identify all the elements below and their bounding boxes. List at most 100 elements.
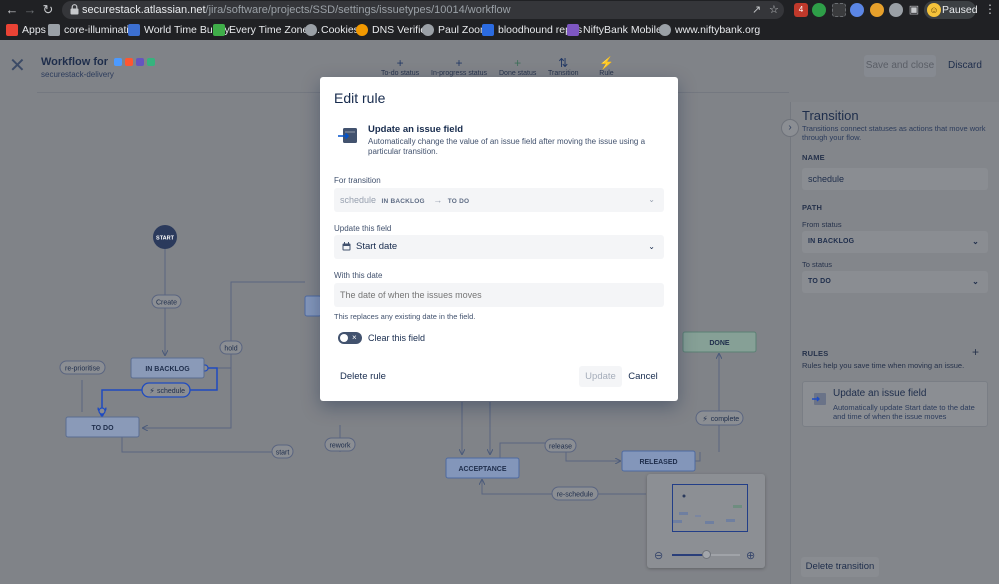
- rule-card-description: Automatically update Start date to the d…: [833, 403, 975, 421]
- status-acceptance: [445, 457, 520, 479]
- transition-create: [151, 294, 182, 309]
- chevron-down-icon: ⌄: [972, 237, 979, 246]
- transition-name-field[interactable]: schedule: [802, 168, 988, 190]
- svg-text:schedule: schedule: [157, 388, 185, 395]
- rule-icon: ⚡: [599, 56, 614, 70]
- evernote-extension-icon[interactable]: [812, 3, 826, 17]
- add-done-status-button[interactable]: +Done status: [499, 56, 537, 77]
- save-and-close-button[interactable]: Save and close: [864, 55, 936, 77]
- puzzle-extensions-icon[interactable]: ▣: [908, 4, 920, 16]
- calendar-icon: [342, 242, 351, 251]
- arrow-right-icon: →: [433, 195, 443, 205]
- svg-text:hold: hold: [224, 346, 237, 353]
- svg-text:re-prioritise: re-prioritise: [65, 366, 100, 373]
- chevron-down-icon: ⌄: [648, 242, 655, 251]
- edge-start-line: [143, 368, 232, 428]
- add-rule-plus-icon[interactable]: +: [972, 345, 980, 359]
- profile-paused-button[interactable]: ☺ Paused: [924, 1, 978, 19]
- for-transition-label: For transition: [334, 176, 381, 185]
- reload-icon[interactable]: ↻: [42, 2, 54, 17]
- browser-menu-icon[interactable]: ⋮: [984, 2, 996, 16]
- clear-field-toggle[interactable]: ×: [338, 332, 362, 344]
- plus-icon: +: [455, 56, 463, 70]
- screenshot-extension-icon[interactable]: [832, 3, 846, 17]
- status-to-do-label: TO DO: [91, 425, 114, 432]
- to-status-select[interactable]: TO DO ⌄: [802, 271, 988, 293]
- bookmark-niftybank-mobile[interactable]: NiftyBank Mobile...: [567, 23, 671, 37]
- status-acceptance-label: ACCEPTANCE: [458, 466, 506, 473]
- bookmark-dns-verifier[interactable]: DNS Verifier: [356, 23, 430, 37]
- edge-hold: [205, 281, 305, 369]
- minimap[interactable]: ⊖ ⊕: [647, 474, 765, 568]
- delete-rule-button[interactable]: Delete rule: [340, 371, 386, 382]
- status-released: [621, 450, 696, 472]
- bookmark-every-time-zone[interactable]: Every Time Zone:...: [213, 23, 320, 37]
- svg-text:re-schedule: re-schedule: [557, 492, 594, 499]
- collapse-panel-icon[interactable]: ›: [781, 119, 799, 137]
- minimap-viewport[interactable]: [672, 484, 748, 532]
- close-icon[interactable]: ✕: [9, 55, 26, 77]
- bookmark-world-time-buddy[interactable]: World Time Buddy: [128, 23, 230, 37]
- honey-extension-icon[interactable]: [870, 3, 884, 17]
- update-field-select[interactable]: Start date ⌄: [334, 235, 664, 259]
- status-in-backlog: [130, 357, 205, 379]
- forward-arrow-icon[interactable]: →: [23, 2, 37, 17]
- svg-text:Create: Create: [156, 300, 177, 307]
- add-transition-button[interactable]: ⇅Transition: [548, 56, 579, 77]
- rule-card[interactable]: Update an issue field Automatically upda…: [802, 381, 988, 427]
- from-status-select[interactable]: IN BACKLOG ⌄: [802, 231, 988, 253]
- circle-extension-icon[interactable]: [889, 3, 903, 17]
- svg-text:complete: complete: [711, 416, 740, 423]
- cancel-button[interactable]: Cancel: [628, 371, 658, 382]
- date-input[interactable]: [334, 283, 664, 307]
- lock-icon: [70, 4, 79, 15]
- transition-rework: [324, 437, 356, 452]
- transition-complete: [695, 410, 744, 426]
- add-rule-button[interactable]: ⚡Rule: [599, 56, 614, 77]
- rule-action-description: Automatically change the value of an iss…: [368, 137, 646, 156]
- status-in-progress-partial: [304, 295, 322, 317]
- start-node-label: START: [156, 236, 175, 242]
- zoom-in-icon[interactable]: ⊕: [746, 550, 756, 562]
- workflow-title: Workflow for: [41, 56, 156, 68]
- transition-start: [271, 444, 294, 459]
- back-arrow-icon[interactable]: ←: [5, 2, 19, 17]
- bookmark-core-illumination[interactable]: core-illumination: [48, 23, 140, 37]
- transition-reprioritise: [59, 360, 106, 375]
- open-external-icon[interactable]: ↗: [752, 4, 762, 16]
- profile-extension-icon[interactable]: [850, 3, 864, 17]
- transition-details-panel: › Transition Transitions connect statuse…: [781, 102, 999, 584]
- schedule-handle-target: [98, 407, 106, 415]
- replace-date-hint: This replaces any existing date in the f…: [334, 312, 476, 321]
- bookmark-bloodhound-repos[interactable]: bloodhound repos: [482, 23, 582, 37]
- workflow-canvas[interactable]: START IN BACKLOG TO DO DONE RELEASED ACC…: [0, 40, 790, 584]
- panel-title: Transition: [802, 108, 859, 123]
- bookmark-paul-zoom[interactable]: Paul Zoom: [422, 23, 489, 37]
- issue-type-square-icon: [125, 58, 134, 66]
- transition-hold: [219, 340, 243, 355]
- zoom-out-icon[interactable]: ⊖: [654, 550, 664, 562]
- apps-grid-icon: [6, 24, 18, 36]
- rules-label: RULES: [802, 349, 829, 358]
- extension-badge-icon[interactable]: 4: [794, 3, 808, 17]
- delete-transition-button[interactable]: Delete transition: [801, 557, 879, 577]
- bookmark-cookies[interactable]: Cookies: [305, 23, 359, 37]
- close-icon: ×: [352, 333, 357, 342]
- from-status-label: From status: [802, 220, 842, 229]
- add-todo-status-button[interactable]: +To-do status: [381, 56, 420, 77]
- update-button[interactable]: Update: [579, 366, 622, 387]
- start-node: [153, 225, 177, 249]
- zoom-slider[interactable]: [672, 550, 740, 559]
- address-bar[interactable]: securestack.atlassian.net/jira/software/…: [62, 1, 784, 19]
- add-inprogress-status-button[interactable]: +In-progress status: [431, 56, 488, 77]
- bookmark-apps[interactable]: Apps: [6, 23, 46, 37]
- transition-reschedule: [551, 486, 599, 501]
- to-status-label: To status: [802, 260, 833, 269]
- discard-button[interactable]: Discard: [948, 60, 982, 71]
- plus-icon: +: [514, 56, 522, 70]
- edge-schedule-selected: [102, 367, 218, 415]
- bookmark-niftybank-org[interactable]: www.niftybank.org: [659, 23, 760, 37]
- zoom-slider-thumb[interactable]: [701, 550, 711, 559]
- star-icon[interactable]: ☆: [769, 4, 779, 16]
- from-status-lozenge: IN BACKLOG: [381, 198, 425, 205]
